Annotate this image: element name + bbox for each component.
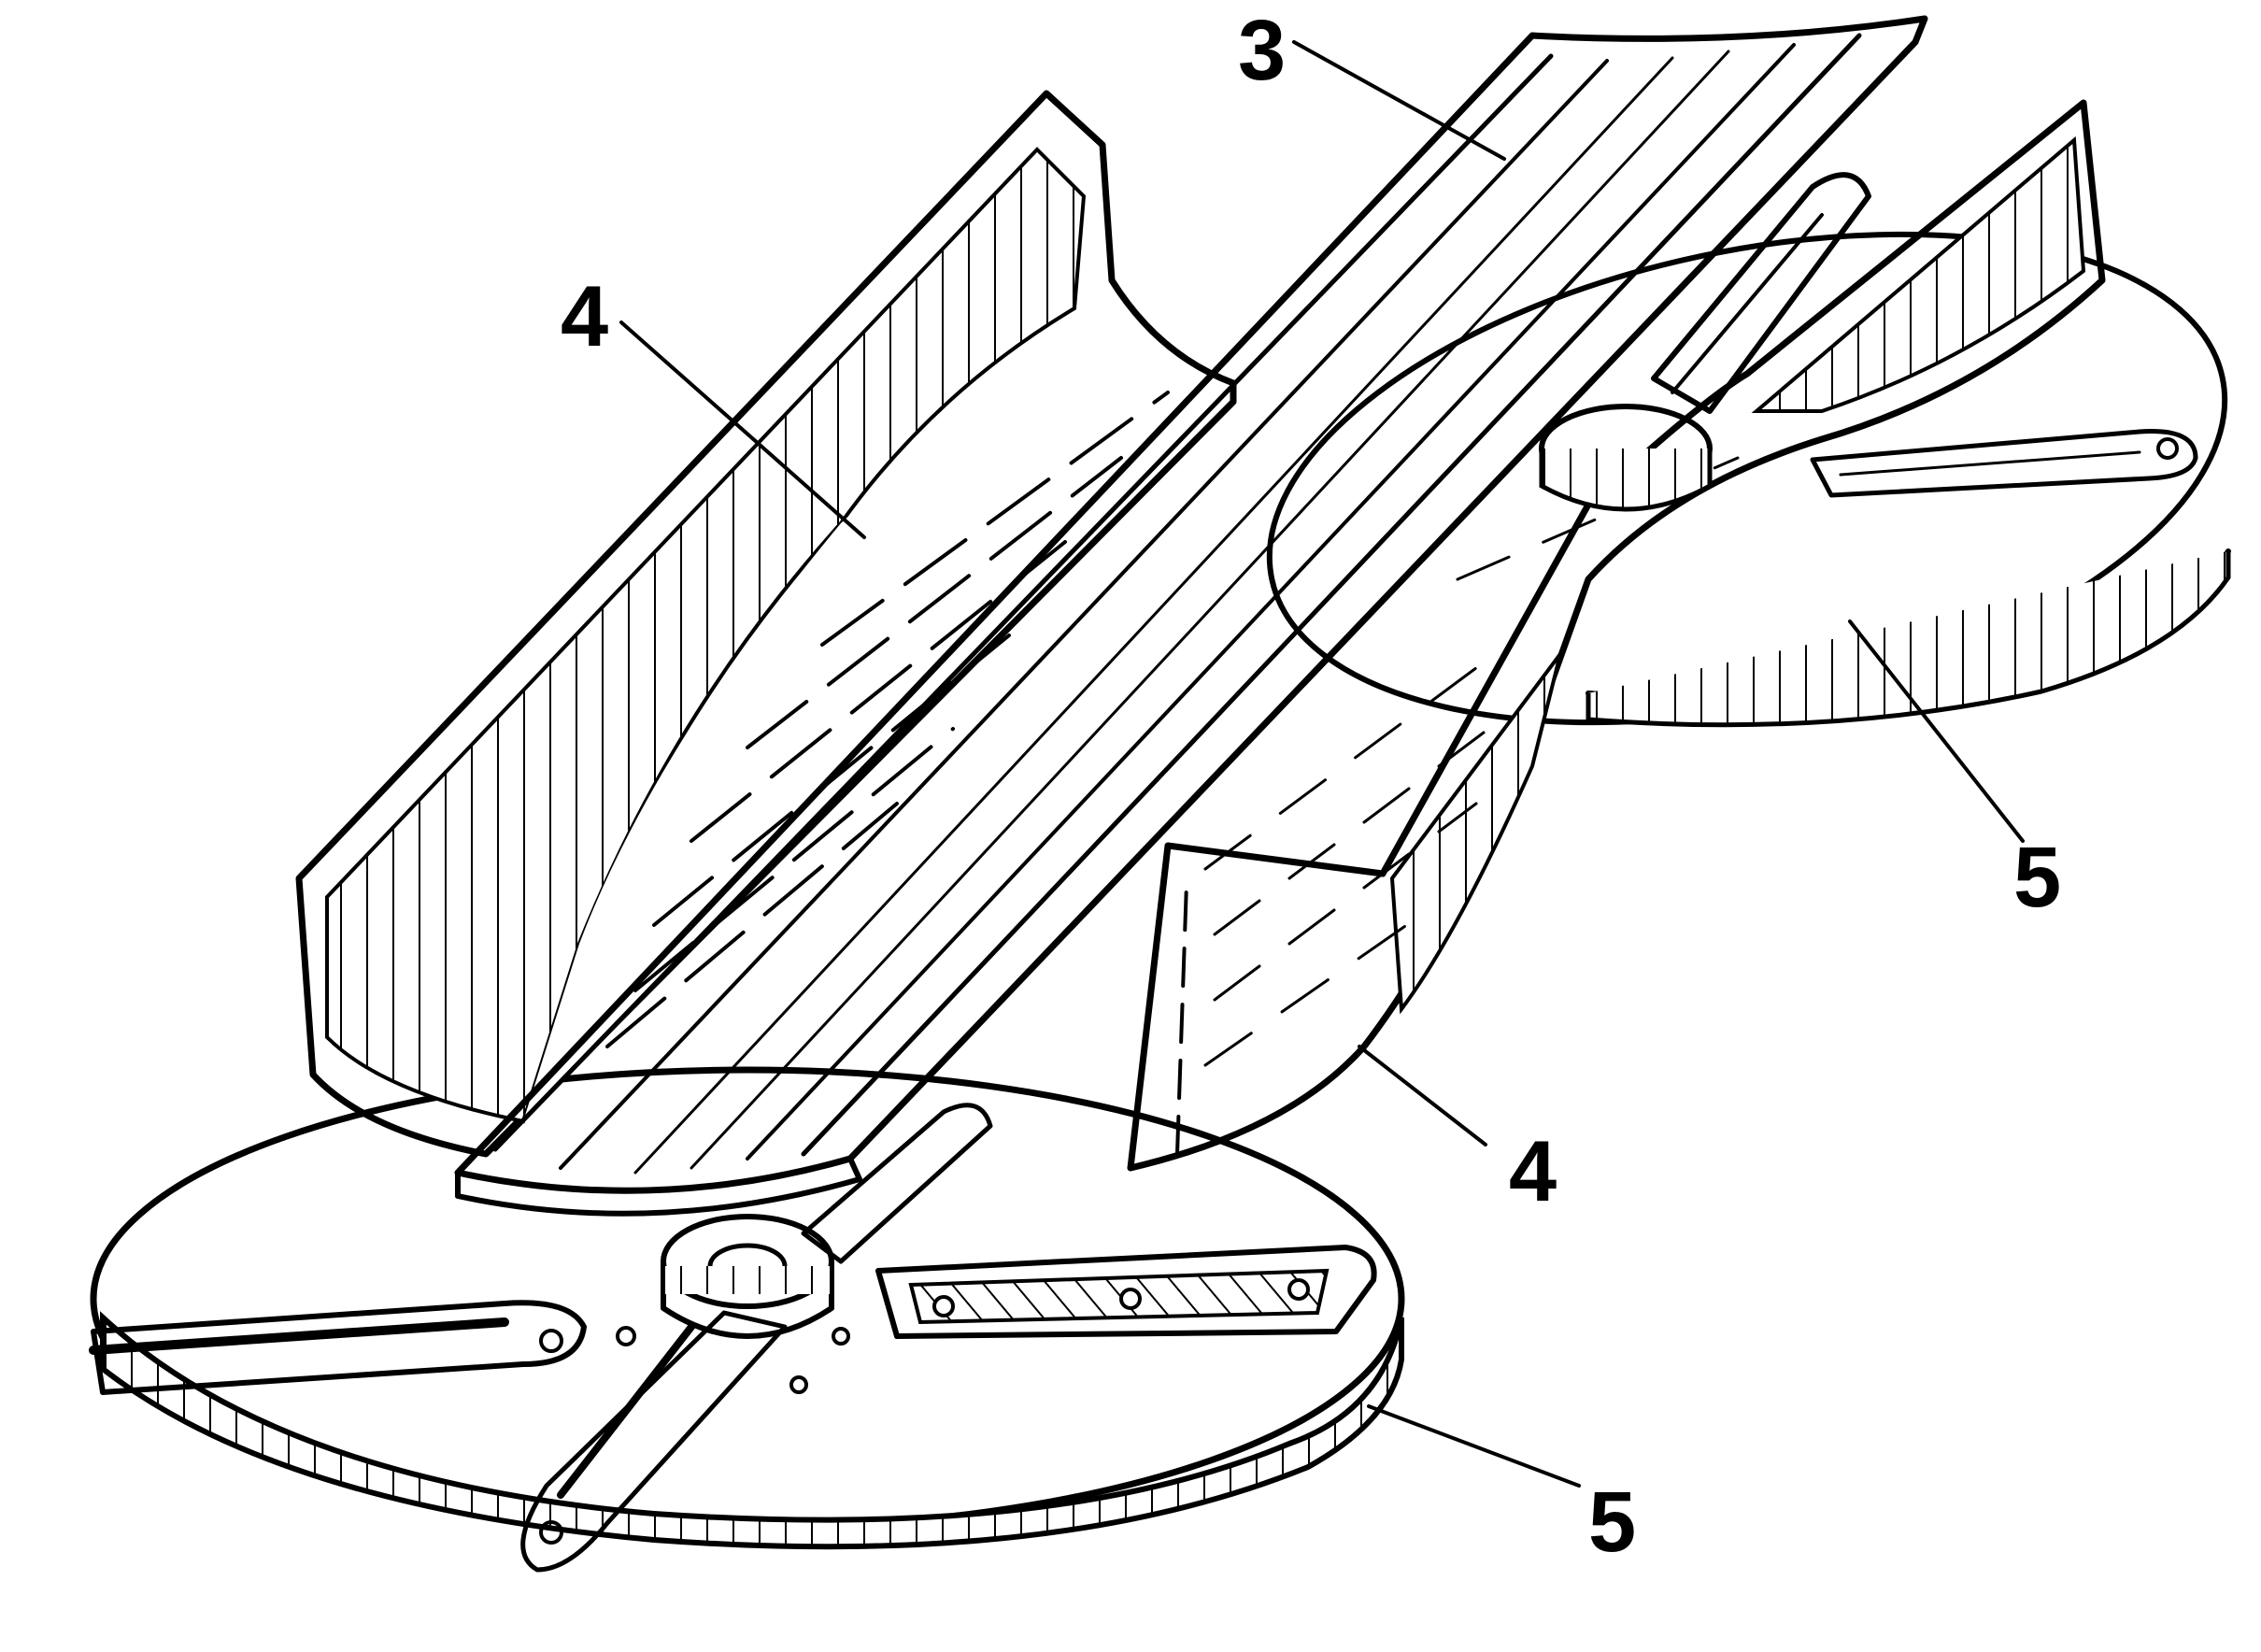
front-disc-grater-strip bbox=[875, 1245, 1377, 1339]
leader-lines bbox=[619, 40, 2025, 1488]
label-3: 3 bbox=[1238, 3, 1286, 98]
back-disc-knife bbox=[1810, 429, 2198, 498]
central-chute bbox=[454, 15, 1928, 1217]
left-gutter bbox=[295, 90, 1237, 1158]
front-disc bbox=[89, 1066, 1405, 1573]
right-gutter bbox=[1127, 99, 2106, 1172]
back-disc bbox=[1266, 231, 2233, 728]
label-5-lower: 5 bbox=[1588, 1474, 1636, 1570]
front-disc-knife-diagonal bbox=[520, 1310, 788, 1573]
disc-hub bbox=[661, 1214, 834, 1339]
label-4-lower: 4 bbox=[1509, 1124, 1557, 1219]
label-5-right: 5 bbox=[2013, 830, 2061, 925]
label-4-upper: 4 bbox=[561, 269, 608, 364]
back-hub bbox=[1539, 172, 1871, 512]
front-disc-knife-left bbox=[91, 1300, 587, 1395]
